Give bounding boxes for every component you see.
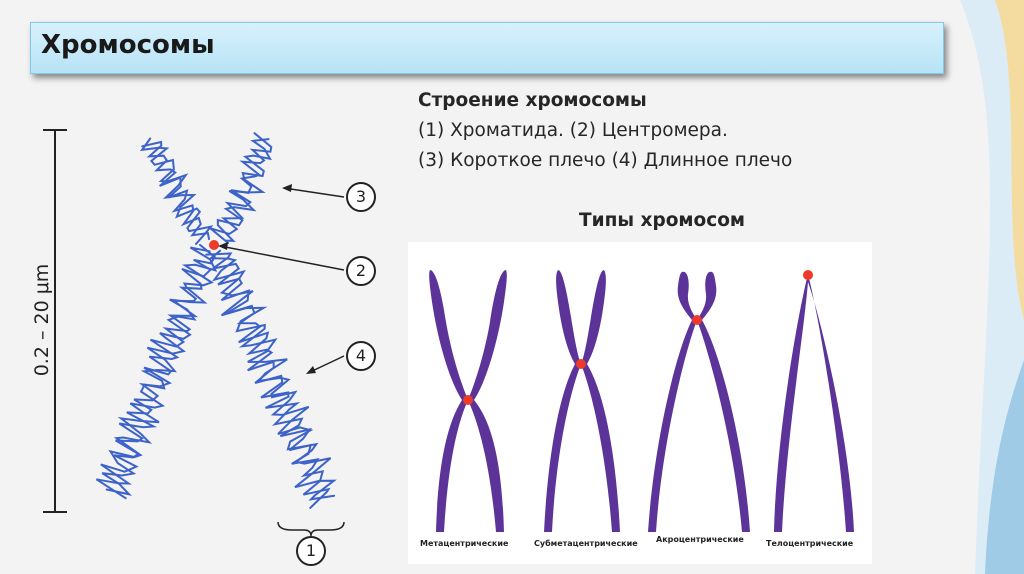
acrocentric-chromosome [648,271,750,532]
title-bar: Хромосомы [30,22,944,74]
types-title: Типы хромосом [579,210,746,231]
structure-description: Строение хромосомы (1) Хроматида. (2) Це… [418,86,918,176]
type-label-telocentric: Телоцентрические [766,539,854,548]
callout-1: 1 [296,536,326,566]
telocentric-chromosome [774,270,854,532]
type-label-submetacentric: Субметацентрические [534,539,638,548]
chromosome-coils [95,132,337,509]
structure-line-2: (3) Короткое плечо (4) Длинное плечо [418,150,793,171]
chromatin-coil [139,137,214,245]
chromosome-types-panel: Метацентрические Субметацентрические Акр… [408,242,872,564]
structure-line-1: (1) Хроматида. (2) Центромера. [418,120,728,141]
type-label-metacentric: Метацентрические [420,539,509,548]
callout-3: 3 [346,182,376,212]
chromatin-coil [141,140,210,241]
centromere-dot [209,240,219,250]
callout-2: 2 [346,256,376,286]
structure-heading: Строение хромосомы [418,90,647,111]
chromatin-coil [205,252,331,509]
metacentric-chromosome [429,270,507,532]
submetacentric-chromosome [544,270,620,532]
chromatin-coil [216,138,272,243]
page-title: Хромосомы [41,30,215,60]
chromatin-coil [95,243,216,500]
callout-4: 4 [346,341,376,371]
chromatin-coil [101,246,218,496]
chromosome-types-svg [429,270,854,532]
type-label-acrocentric: Акроцентрические [656,535,744,544]
chromatin-coil [209,132,273,244]
